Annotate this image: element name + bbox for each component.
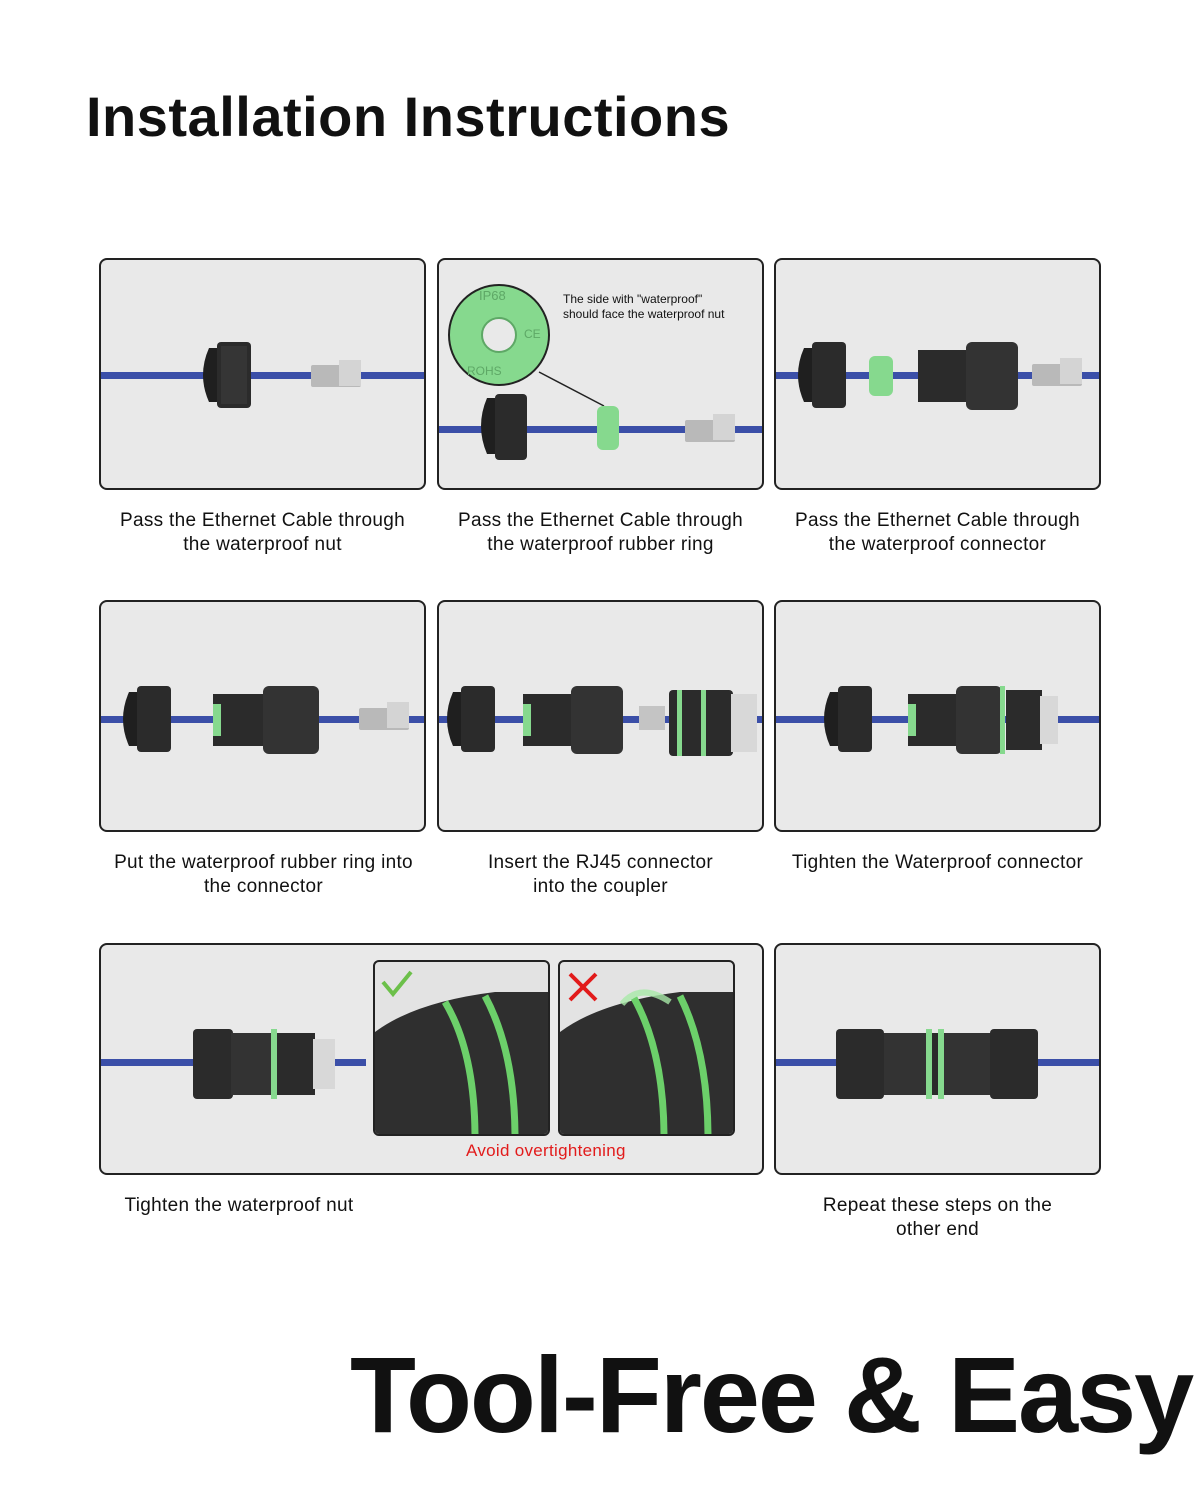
ring-marking-ce: CE [524, 327, 541, 341]
waterproof-nut [123, 686, 171, 752]
step-6-caption: Tighten the Waterproof connector [791, 852, 1084, 873]
ring-marking-rohs: ROHS [467, 364, 502, 378]
step-2-image: IP68 CE ROHS [437, 258, 764, 490]
coupled-connectors [836, 1029, 1038, 1099]
step-8-image [774, 943, 1101, 1175]
correct-tightening-closeup [373, 960, 550, 1136]
ring-marking-ip: IP68 [479, 288, 506, 303]
rj45-plug [311, 360, 361, 387]
rj45-plug [1032, 358, 1082, 386]
incorrect-tightening-closeup [558, 960, 735, 1136]
overtightening-warning: Avoid overtightening [466, 1141, 626, 1160]
x-mark-icon [568, 972, 598, 1002]
waterproof-nut [447, 686, 495, 752]
check-mark-icon [381, 970, 413, 998]
step-4-image [99, 600, 426, 832]
step-5-image [437, 600, 764, 832]
tagline: Tool-Free & Easy [350, 1334, 1194, 1455]
ring-orientation-note: The side with "waterproof" should face t… [563, 292, 725, 321]
step-6-image [774, 600, 1101, 832]
tightened-connector [193, 1029, 335, 1099]
waterproof-connector [918, 342, 1018, 410]
step-1-image [99, 258, 426, 490]
rubber-ring [869, 356, 893, 396]
ethernet-cable [101, 372, 424, 379]
rubber-ring-closeup: IP68 CE ROHS [448, 284, 550, 386]
rj45-plug [639, 706, 665, 730]
step-3-image [774, 258, 1101, 490]
waterproof-nut [481, 394, 527, 460]
assembled-connector [908, 686, 1058, 754]
rubber-ring [597, 406, 619, 450]
step-7-caption: Tighten the waterproof nut [124, 1195, 354, 1216]
rj45-plug [359, 702, 409, 730]
waterproof-nut [203, 342, 251, 408]
waterproof-connector [213, 686, 319, 754]
rj45-plug [685, 414, 735, 442]
waterproof-nut [798, 342, 846, 408]
waterproof-nut [824, 686, 872, 752]
coupler [669, 690, 757, 756]
waterproof-connector [523, 686, 623, 754]
page-title: Installation Instructions [86, 85, 731, 148]
